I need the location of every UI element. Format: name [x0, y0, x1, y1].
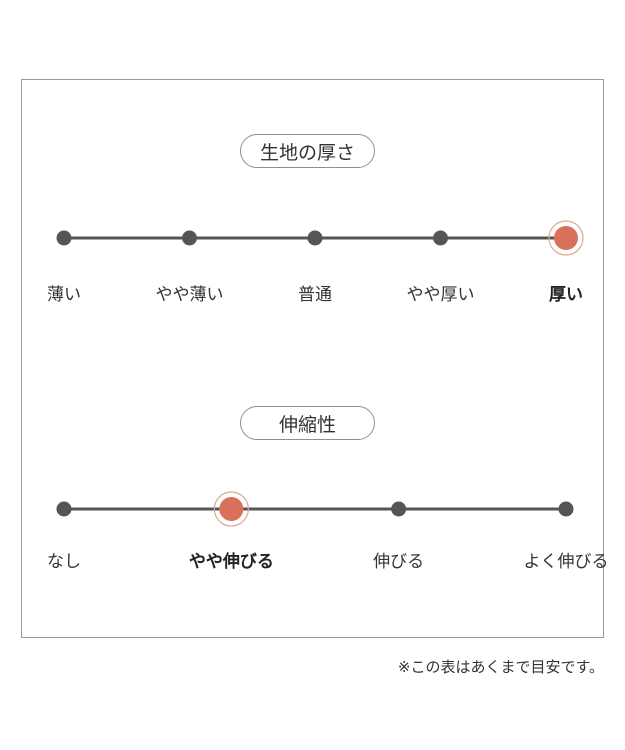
thickness-title-badge: 生地の厚さ	[240, 134, 375, 168]
stretch-level-label: なし	[47, 552, 81, 572]
fabric-info-card	[21, 79, 604, 638]
thickness-scale-point	[433, 230, 448, 246]
disclaimer-note: ※この表はあくまで目安です。	[397, 658, 604, 676]
thickness-selected-marker	[554, 226, 578, 250]
stretch-selected-marker	[219, 497, 244, 521]
stretch-scale-point	[558, 501, 574, 517]
stretch-scale-point	[391, 501, 407, 517]
thickness-level-label: 厚い	[549, 285, 583, 305]
stretch-selected-ring	[213, 491, 249, 527]
thickness-level-label: やや薄い	[155, 285, 224, 305]
thickness-title: 生地の厚さ	[259, 141, 355, 164]
stretch-level-label: 伸びる	[373, 552, 425, 572]
stretch-level-label: やや伸びる	[188, 552, 274, 572]
thickness-scale-point	[307, 230, 323, 246]
stretch-title: 伸縮性	[278, 413, 336, 436]
stretch-scale-point	[56, 501, 72, 517]
thickness-scale-point	[56, 230, 72, 246]
thickness-level-label: 薄い	[47, 285, 81, 305]
thickness-level-label: やや厚い	[406, 285, 475, 305]
thickness-selected-ring	[548, 220, 584, 256]
stretch-title-badge: 伸縮性	[240, 406, 375, 440]
thickness-level-label: 普通	[298, 285, 332, 305]
thickness-scale-point	[182, 230, 197, 246]
stretch-level-label: よく伸びる	[523, 552, 609, 572]
